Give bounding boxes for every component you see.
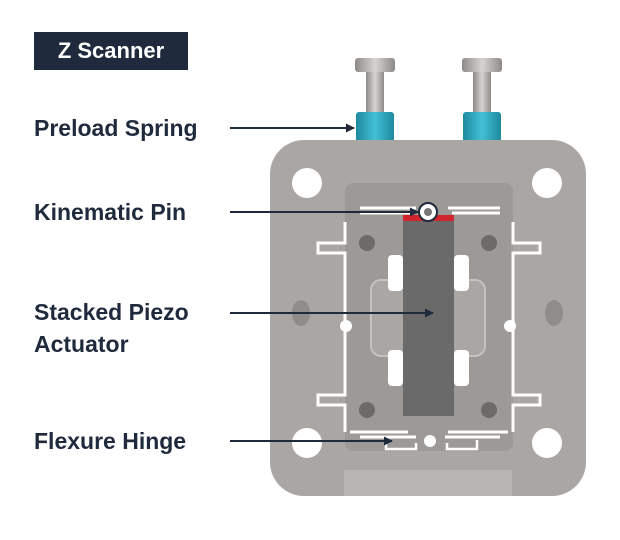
body-bottom-tab	[344, 470, 512, 496]
flexure-hinge-center-hole	[424, 435, 436, 447]
label-kinematic-pin: Kinematic Pin	[34, 199, 187, 225]
piezo-clamp-right-bottom	[454, 350, 469, 386]
label-piezo-line1: Stacked Piezo	[34, 299, 189, 325]
piezo-stack	[403, 220, 454, 416]
preload-screw-right	[462, 58, 502, 114]
label-preload-spring: Preload Spring	[34, 115, 198, 141]
mounting-hole-bottom-left	[292, 428, 322, 458]
mounting-hole-top-right	[532, 168, 562, 198]
piezo-clamp-left-top	[388, 255, 403, 291]
side-hinge-hole-left	[340, 320, 352, 332]
mounting-hole-top-left	[292, 168, 322, 198]
side-slot-right	[545, 300, 563, 326]
side-hinge-hole-right	[504, 320, 516, 332]
label-piezo-line2: Actuator	[34, 331, 129, 357]
piezo-clamp-left-bottom	[388, 350, 403, 386]
label-flexure-hinge: Flexure Hinge	[34, 428, 187, 454]
kinematic-pin	[424, 208, 432, 216]
inner-screws	[359, 235, 497, 418]
diagram-title: Z Scanner	[34, 32, 188, 70]
preload-screw-left	[355, 58, 395, 114]
preload-spring-right	[463, 112, 501, 142]
preload-spring-left	[356, 112, 394, 142]
mounting-hole-bottom-right	[532, 428, 562, 458]
piezo-clamp-right-top	[454, 255, 469, 291]
